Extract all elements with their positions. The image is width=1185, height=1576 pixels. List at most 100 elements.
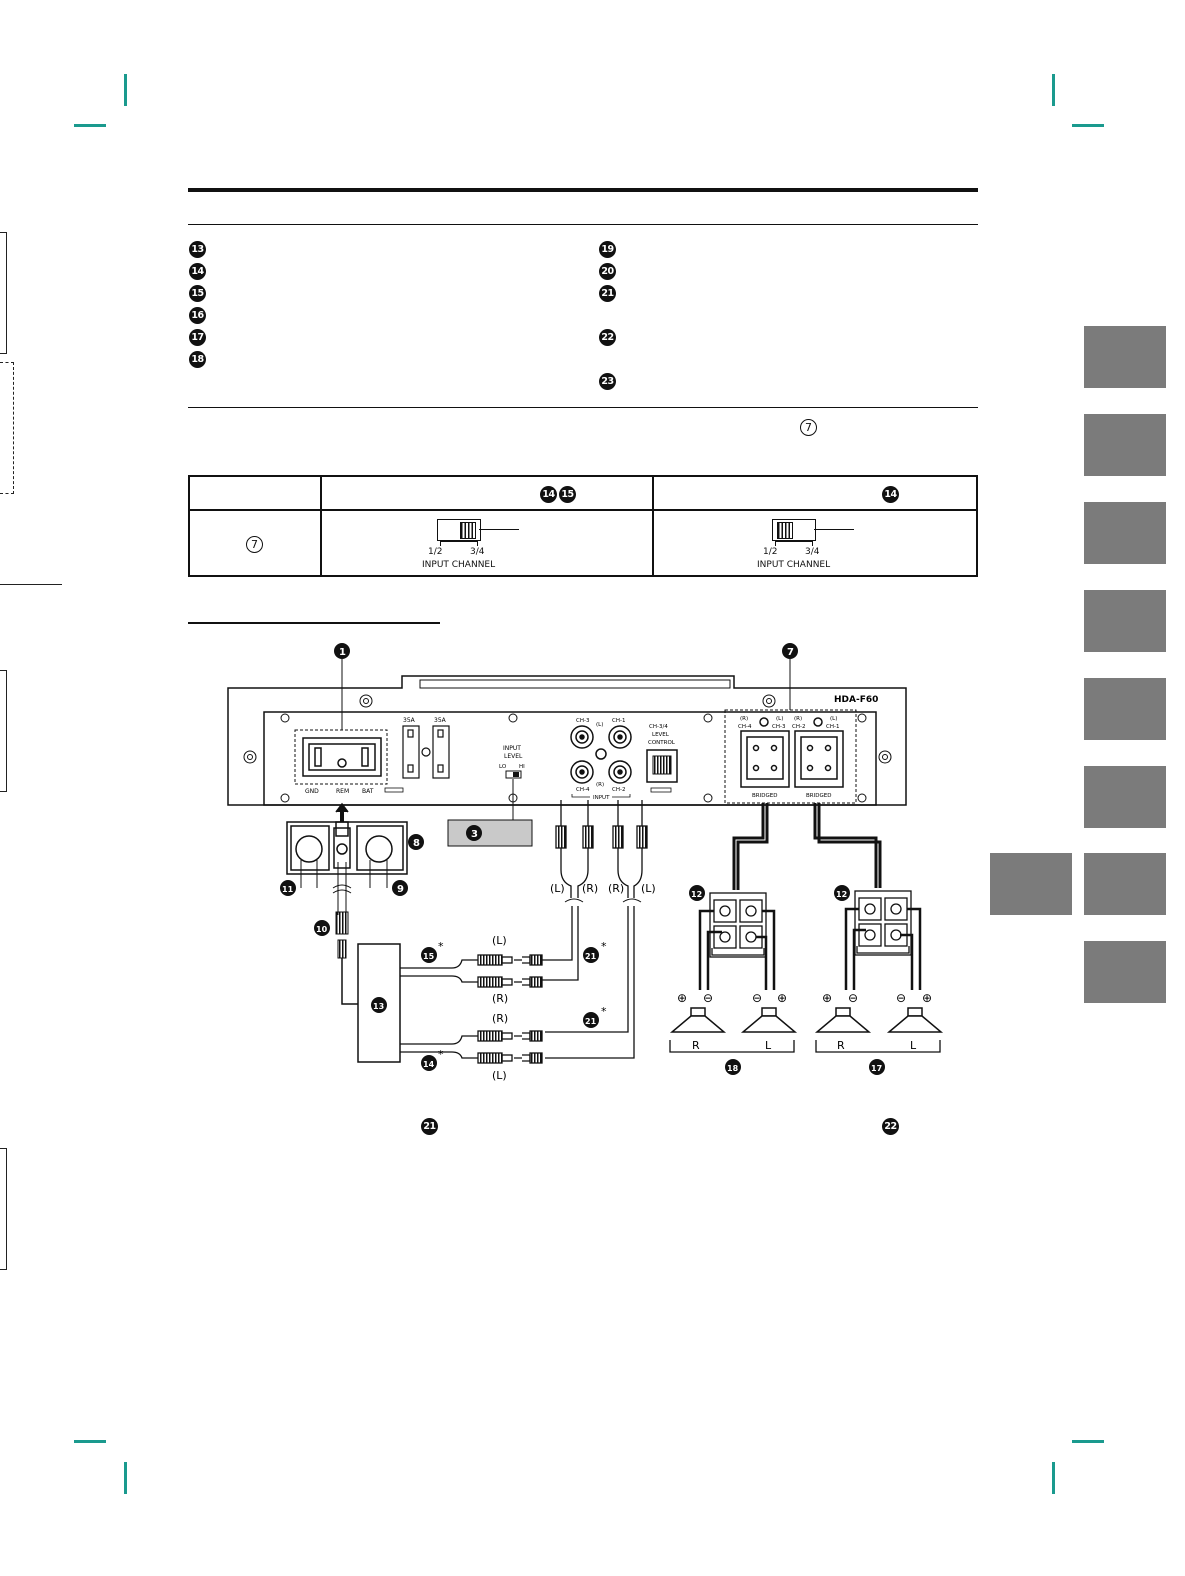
switch-cell: 1/2 3/4 INPUT CHANNEL xyxy=(320,509,654,577)
section-tab-active[interactable] xyxy=(990,853,1072,915)
rca-input-jack xyxy=(570,725,632,784)
slide-switch-icon xyxy=(772,519,816,541)
input-level-switch[interactable] xyxy=(505,770,522,779)
level-control-label: CH-3/4 xyxy=(649,724,668,730)
input-level-lo: LO xyxy=(499,764,507,770)
speaker-wire xyxy=(732,803,769,890)
list-marker-23: 23 xyxy=(599,373,616,390)
polarity-plus: ⊕ xyxy=(922,991,932,1005)
switch-label-left: 1/2 xyxy=(428,547,443,557)
input-level-hi: HI xyxy=(519,764,525,770)
section-tab[interactable] xyxy=(1084,590,1166,652)
power-plug xyxy=(286,802,408,875)
list-marker-22: 22 xyxy=(599,329,616,346)
list-marker-16: 16 xyxy=(189,307,206,324)
speaker-wire xyxy=(813,803,882,888)
polarity-minus: ⊖ xyxy=(848,991,858,1005)
power-terminal-dashed-box xyxy=(294,729,388,785)
table-header-cell xyxy=(188,475,322,511)
bridged-label: BRIDGED xyxy=(752,793,777,799)
callout-10: 10 xyxy=(316,925,328,934)
jack-label-ch4: CH-4 xyxy=(576,787,590,793)
callout-21: 21 xyxy=(585,1017,597,1026)
polarity-plus: ⊕ xyxy=(777,991,787,1005)
section-tab[interactable] xyxy=(1084,414,1166,476)
callout-11: 11 xyxy=(282,885,294,894)
footer-marker-22: 22 xyxy=(882,1118,899,1135)
terminal-gnd: GND xyxy=(305,788,319,795)
asterisk: * xyxy=(601,1005,607,1018)
speaker-harness xyxy=(709,892,767,958)
header-marker-14: 14 xyxy=(882,486,899,503)
polarity-minus: ⊖ xyxy=(752,991,762,1005)
section-tab[interactable] xyxy=(1084,853,1166,915)
speaker-icon xyxy=(669,1007,944,1033)
cable-label: (R) xyxy=(492,992,508,1005)
section-tab[interactable] xyxy=(1084,326,1166,388)
callout-18: 18 xyxy=(727,1064,739,1073)
crop-mark xyxy=(1072,1440,1104,1443)
note-marker-7: 7 xyxy=(800,419,817,436)
slide-switch-icon xyxy=(437,519,481,541)
section-tab[interactable] xyxy=(1084,766,1166,828)
list-marker-21: 21 xyxy=(599,285,616,302)
adjacent-page-edge xyxy=(0,670,7,792)
speaker-label: L xyxy=(910,1039,917,1052)
crop-mark xyxy=(1072,124,1104,127)
speaker-out-label: CH-4 xyxy=(738,724,752,730)
terminal-bat: BAT xyxy=(362,788,374,795)
list-marker-18: 18 xyxy=(189,351,206,368)
level-control-port[interactable] xyxy=(646,749,678,783)
list-marker-17: 17 xyxy=(189,329,206,346)
speaker-out-label: CH-3 xyxy=(772,724,786,730)
fuse-label: 35A xyxy=(434,717,447,724)
callout-12: 12 xyxy=(836,890,847,899)
callout-13: 13 xyxy=(373,1002,384,1011)
list-marker-13: 13 xyxy=(189,241,206,258)
asterisk: * xyxy=(438,940,444,953)
level-control-label: CONTROL xyxy=(648,740,676,746)
header-marker-15: 15 xyxy=(559,486,576,503)
power-terminal xyxy=(302,737,382,777)
callout-14: 14 xyxy=(423,1060,435,1069)
section-tab[interactable] xyxy=(1084,941,1166,1003)
callout-12: 12 xyxy=(691,890,702,899)
table-header-cell: 14 xyxy=(652,475,978,511)
jack-label-ch3: CH-3 xyxy=(576,718,590,724)
table-header-cell: 14 15 xyxy=(320,475,654,511)
callout-9: 9 xyxy=(397,884,404,895)
jack-label-l: (L) xyxy=(596,722,603,728)
header-marker-14: 14 xyxy=(540,486,557,503)
list-marker-14: 14 xyxy=(189,263,206,280)
cable-label: (L) xyxy=(492,934,507,947)
asterisk: * xyxy=(601,940,607,953)
speaker-out-label: CH-2 xyxy=(792,724,805,730)
cable-label: (L) xyxy=(641,882,656,895)
list-marker-15: 15 xyxy=(189,285,206,302)
list-marker-20: 20 xyxy=(599,263,616,280)
cable-label: (R) xyxy=(492,1012,508,1025)
cable-label: (L) xyxy=(492,1069,507,1082)
speaker-out-label: (L) xyxy=(776,716,783,722)
cable-label: (R) xyxy=(608,882,624,895)
speaker-out-label: (R) xyxy=(794,716,802,722)
adjacent-page-edge xyxy=(0,584,62,585)
asterisk: * xyxy=(438,1048,444,1061)
callout-3-box xyxy=(447,819,533,847)
list-marker-19: 19 xyxy=(599,241,616,258)
subheading-underline xyxy=(188,622,440,624)
model-name: HDA-F60 xyxy=(834,695,878,705)
terminal-rem: REM xyxy=(336,788,349,795)
switch-label-left: 1/2 xyxy=(763,547,778,557)
rca-plug xyxy=(555,800,648,870)
callout-3: 3 xyxy=(471,829,478,840)
section-tab[interactable] xyxy=(1084,678,1166,740)
input-level-label: LEVEL xyxy=(504,753,523,760)
level-control-label: LEVEL xyxy=(652,732,670,738)
adjacent-page-edge xyxy=(0,1148,7,1270)
section-tab[interactable] xyxy=(1084,502,1166,564)
row-marker-7: 7 xyxy=(246,536,263,553)
polarity-minus: ⊖ xyxy=(703,991,713,1005)
polarity-plus: ⊕ xyxy=(677,991,687,1005)
